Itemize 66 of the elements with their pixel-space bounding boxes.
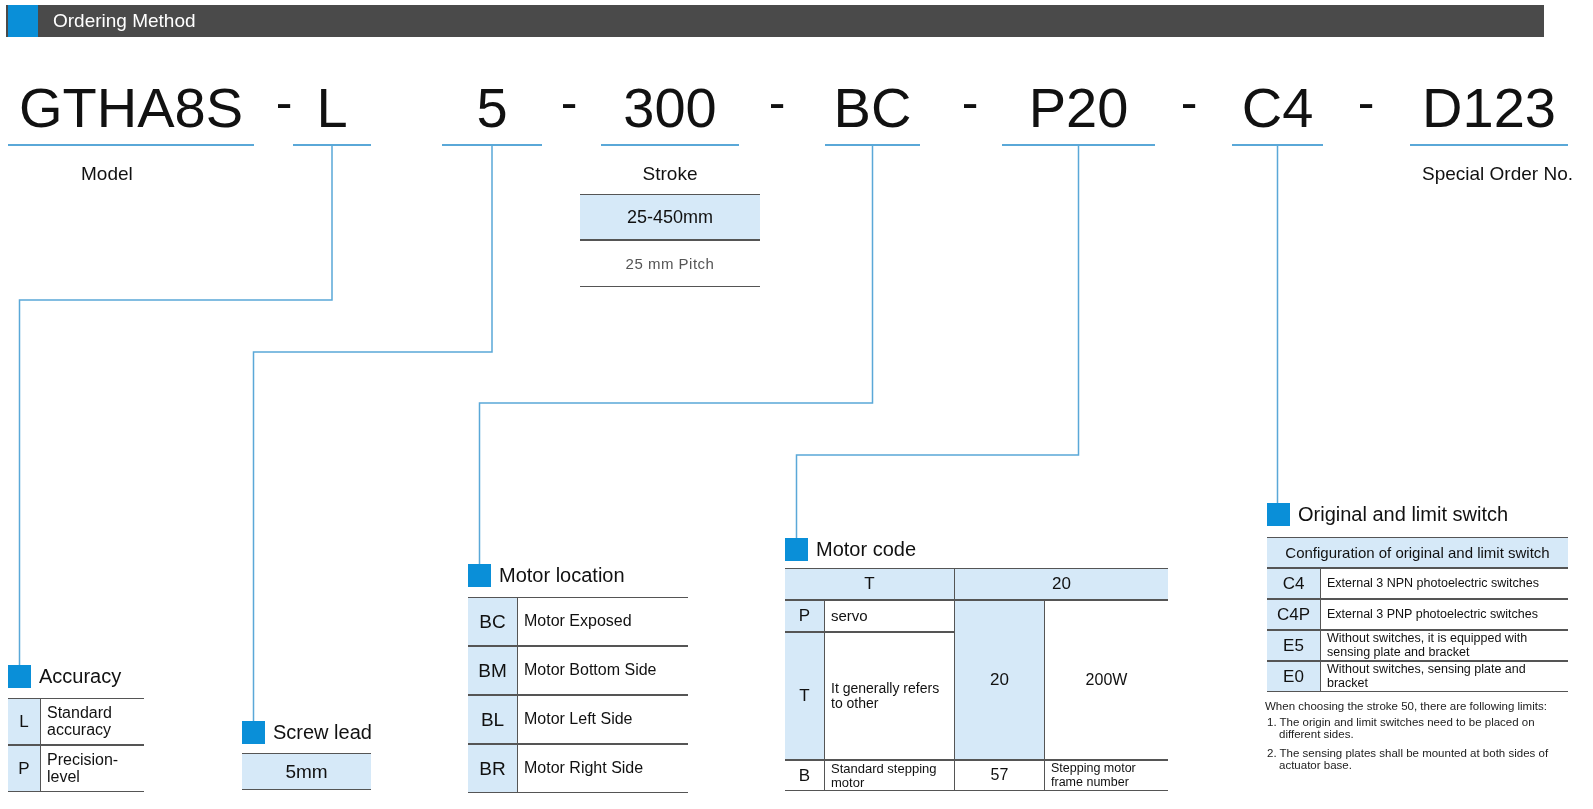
table-cell: Motor Left Side [518,695,688,744]
code-cell: P [785,600,825,632]
code-segment: L [293,78,371,146]
code-cell: E5 [1267,630,1321,661]
code-separator: - [1179,72,1199,132]
table-cell: Standard stepping motor [825,760,955,791]
table-cell: Precision-level [41,745,144,792]
code-segment: 5 [442,78,542,146]
table-cell: External 3 NPN photoelectric switches [1321,568,1568,599]
connector-line [252,145,493,722]
code-cell: BR [468,744,518,793]
section-title: Motor location [499,564,625,587]
table-cell: External 3 PNP photoelectric switches [1321,599,1568,630]
code-cell: E0 [1267,661,1321,692]
section-title: Original and limit switch [1298,503,1509,526]
header-cell: 20 [955,568,1168,600]
table-cell: Motor Exposed [518,597,688,646]
code-cell: L [8,698,41,745]
code-cell: P [8,745,41,792]
table-cell: 200W [1045,600,1168,760]
code-cell: BC [468,597,518,646]
table-cell: 25-450mm [580,194,760,240]
code-separator: - [960,72,980,132]
connector-line [478,145,874,565]
code-segment: GTHA8S [8,78,254,146]
code-separator: - [1356,72,1376,132]
table-cell: Standard accuracy [41,698,144,745]
code-cell: T [785,632,825,760]
note-text: 2. The sensing plates shall be mounted at both sides of actuator base. [1266,747,1550,774]
section-title: Accuracy [39,665,122,688]
code-separator: - [274,72,294,132]
segment-caption: Model [81,163,133,185]
table-cell: Motor Bottom Side [518,646,688,695]
connector-line [18,145,333,666]
connector-line [795,145,1080,539]
table-cell: servo [825,600,955,632]
header-cell: Configuration of original and limit switch [1267,537,1568,568]
code-separator: - [559,72,579,132]
code-segment: D123 [1410,78,1568,146]
header-cell: T [785,568,955,600]
code-cell: BL [468,695,518,744]
code-cell: C4 [1267,568,1321,599]
segment-caption: Stroke [641,163,699,185]
table-cell: Stepping motor frame number [1045,760,1168,791]
connector-line [1276,145,1279,504]
section-title: Motor code [816,538,917,561]
code-cell: C4P [1267,599,1321,630]
code-cell: B [785,760,825,791]
code-segment: P20 [1002,78,1155,146]
title: Ordering Method [53,9,196,33]
table-cell: Without switches, sensing plate and bracket [1321,661,1568,692]
code-separator: - [767,72,787,132]
section-title: Screw lead [273,721,372,744]
code-cell: BM [468,646,518,695]
table-cell: 57 [955,760,1045,791]
table-cell: 5mm [242,753,371,790]
code-segment: C4 [1232,78,1323,146]
code-segment: BC [825,78,920,146]
table-cell: 25 mm Pitch [580,240,760,287]
table-cell: Without switches, it is equipped with sensing plate and bracket [1321,630,1568,661]
code-segment: 300 [601,78,739,146]
table-cell: Motor Right Side [518,744,688,793]
note-text: When choosing the stroke 50, there are following limits: [1265,700,1548,714]
segment-caption: Special Order No. [1421,163,1573,185]
note-text: 1. The origin and limit switches need to be placed on different sides. [1266,716,1536,743]
table-cell: 20 [955,600,1045,760]
